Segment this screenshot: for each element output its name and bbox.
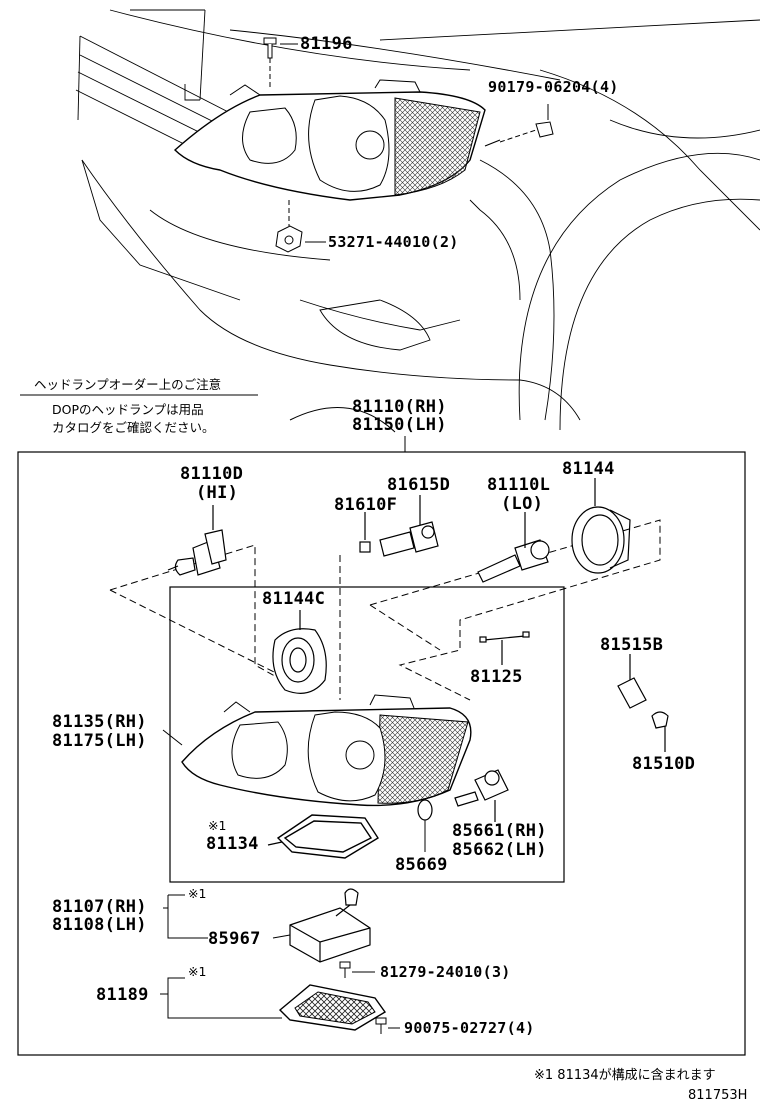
label-81107-rh: 81107(RH) — [52, 897, 147, 917]
label-81150-lh: 81150(LH) — [352, 415, 447, 435]
car-body-outline — [75, 9, 760, 431]
label-81144: 81144 — [562, 459, 615, 479]
small-bulb-81610F — [359, 512, 371, 553]
cover-81189 — [278, 984, 387, 1031]
socket-81515B — [617, 654, 647, 709]
label-81515B: 81515B — [600, 635, 664, 655]
label-81189: 81189 — [96, 985, 149, 1005]
label-85661-rh: 85661(RH) — [452, 821, 547, 841]
note-line2: DOPのヘッドランプは用品 — [52, 402, 204, 417]
label-81615D: 81615D — [387, 475, 451, 495]
lo-bulb — [477, 512, 550, 583]
label-81135-rh: 81135(RH) — [52, 712, 147, 732]
oring-85669 — [417, 799, 433, 821]
cover-81144C — [272, 610, 327, 694]
label-hi: (HI) — [196, 483, 239, 503]
label-85669: 85669 — [395, 855, 448, 875]
bolt-90075 — [375, 1017, 400, 1034]
bulb-81510D — [651, 711, 669, 752]
diagram-id: 811753H — [688, 1088, 748, 1103]
label-81175-lh: 81175(LH) — [52, 731, 147, 751]
label-81510D: 81510D — [632, 754, 696, 774]
label-81196: 81196 — [300, 34, 353, 54]
hi-bulb — [167, 505, 227, 576]
gasket-81134 — [267, 814, 379, 859]
label-81110L: 81110L — [487, 475, 551, 495]
label-90179: 90179-06204(4) — [488, 78, 619, 96]
label-lo: (LO) — [501, 494, 544, 514]
bulb-85661 — [454, 769, 509, 822]
footer-note: ※1 81134が構成に含まれます — [534, 1068, 716, 1083]
note-line1: ヘッドランプオーダー上のご注意 — [34, 377, 222, 392]
bracket-leaders — [160, 894, 291, 1019]
label-81108-lh: 81108(LH) — [52, 915, 147, 935]
label-85967: 85967 — [208, 929, 261, 949]
cover-81144 — [571, 478, 631, 574]
socket-81615D — [379, 495, 439, 557]
headlamp-housing — [181, 694, 472, 807]
assembly-frame — [17, 451, 746, 1056]
label-81610F: 81610F — [334, 495, 398, 515]
installed-headlamp — [173, 79, 501, 201]
ecu-85967 — [289, 888, 371, 963]
note-line3: カタログをご確認ください。 — [52, 420, 215, 435]
mark-note-81189: ※1 — [188, 964, 207, 979]
nut-90179 — [499, 121, 554, 143]
label-90075: 90075-02727(4) — [404, 1019, 535, 1037]
wire-81125 — [479, 631, 530, 665]
mark-note-81134: ※1 — [208, 818, 227, 833]
label-85662-lh: 85662(LH) — [452, 840, 547, 860]
housing-frame — [169, 586, 565, 883]
bolt-81279 — [339, 961, 375, 978]
label-81134: 81134 — [206, 834, 259, 854]
clip-53271 — [275, 200, 303, 253]
label-81125: 81125 — [470, 667, 523, 687]
label-81110-rh: 81110(RH) — [352, 397, 447, 417]
mark-note-81107: ※1 — [188, 886, 207, 901]
label-81110D: 81110D — [180, 464, 244, 484]
label-53271: 53271-44010(2) — [328, 233, 459, 251]
bolt-81196 — [263, 37, 277, 90]
leaders-top — [280, 43, 549, 433]
label-81279: 81279-24010(3) — [380, 963, 511, 981]
label-81144C: 81144C — [262, 589, 326, 609]
